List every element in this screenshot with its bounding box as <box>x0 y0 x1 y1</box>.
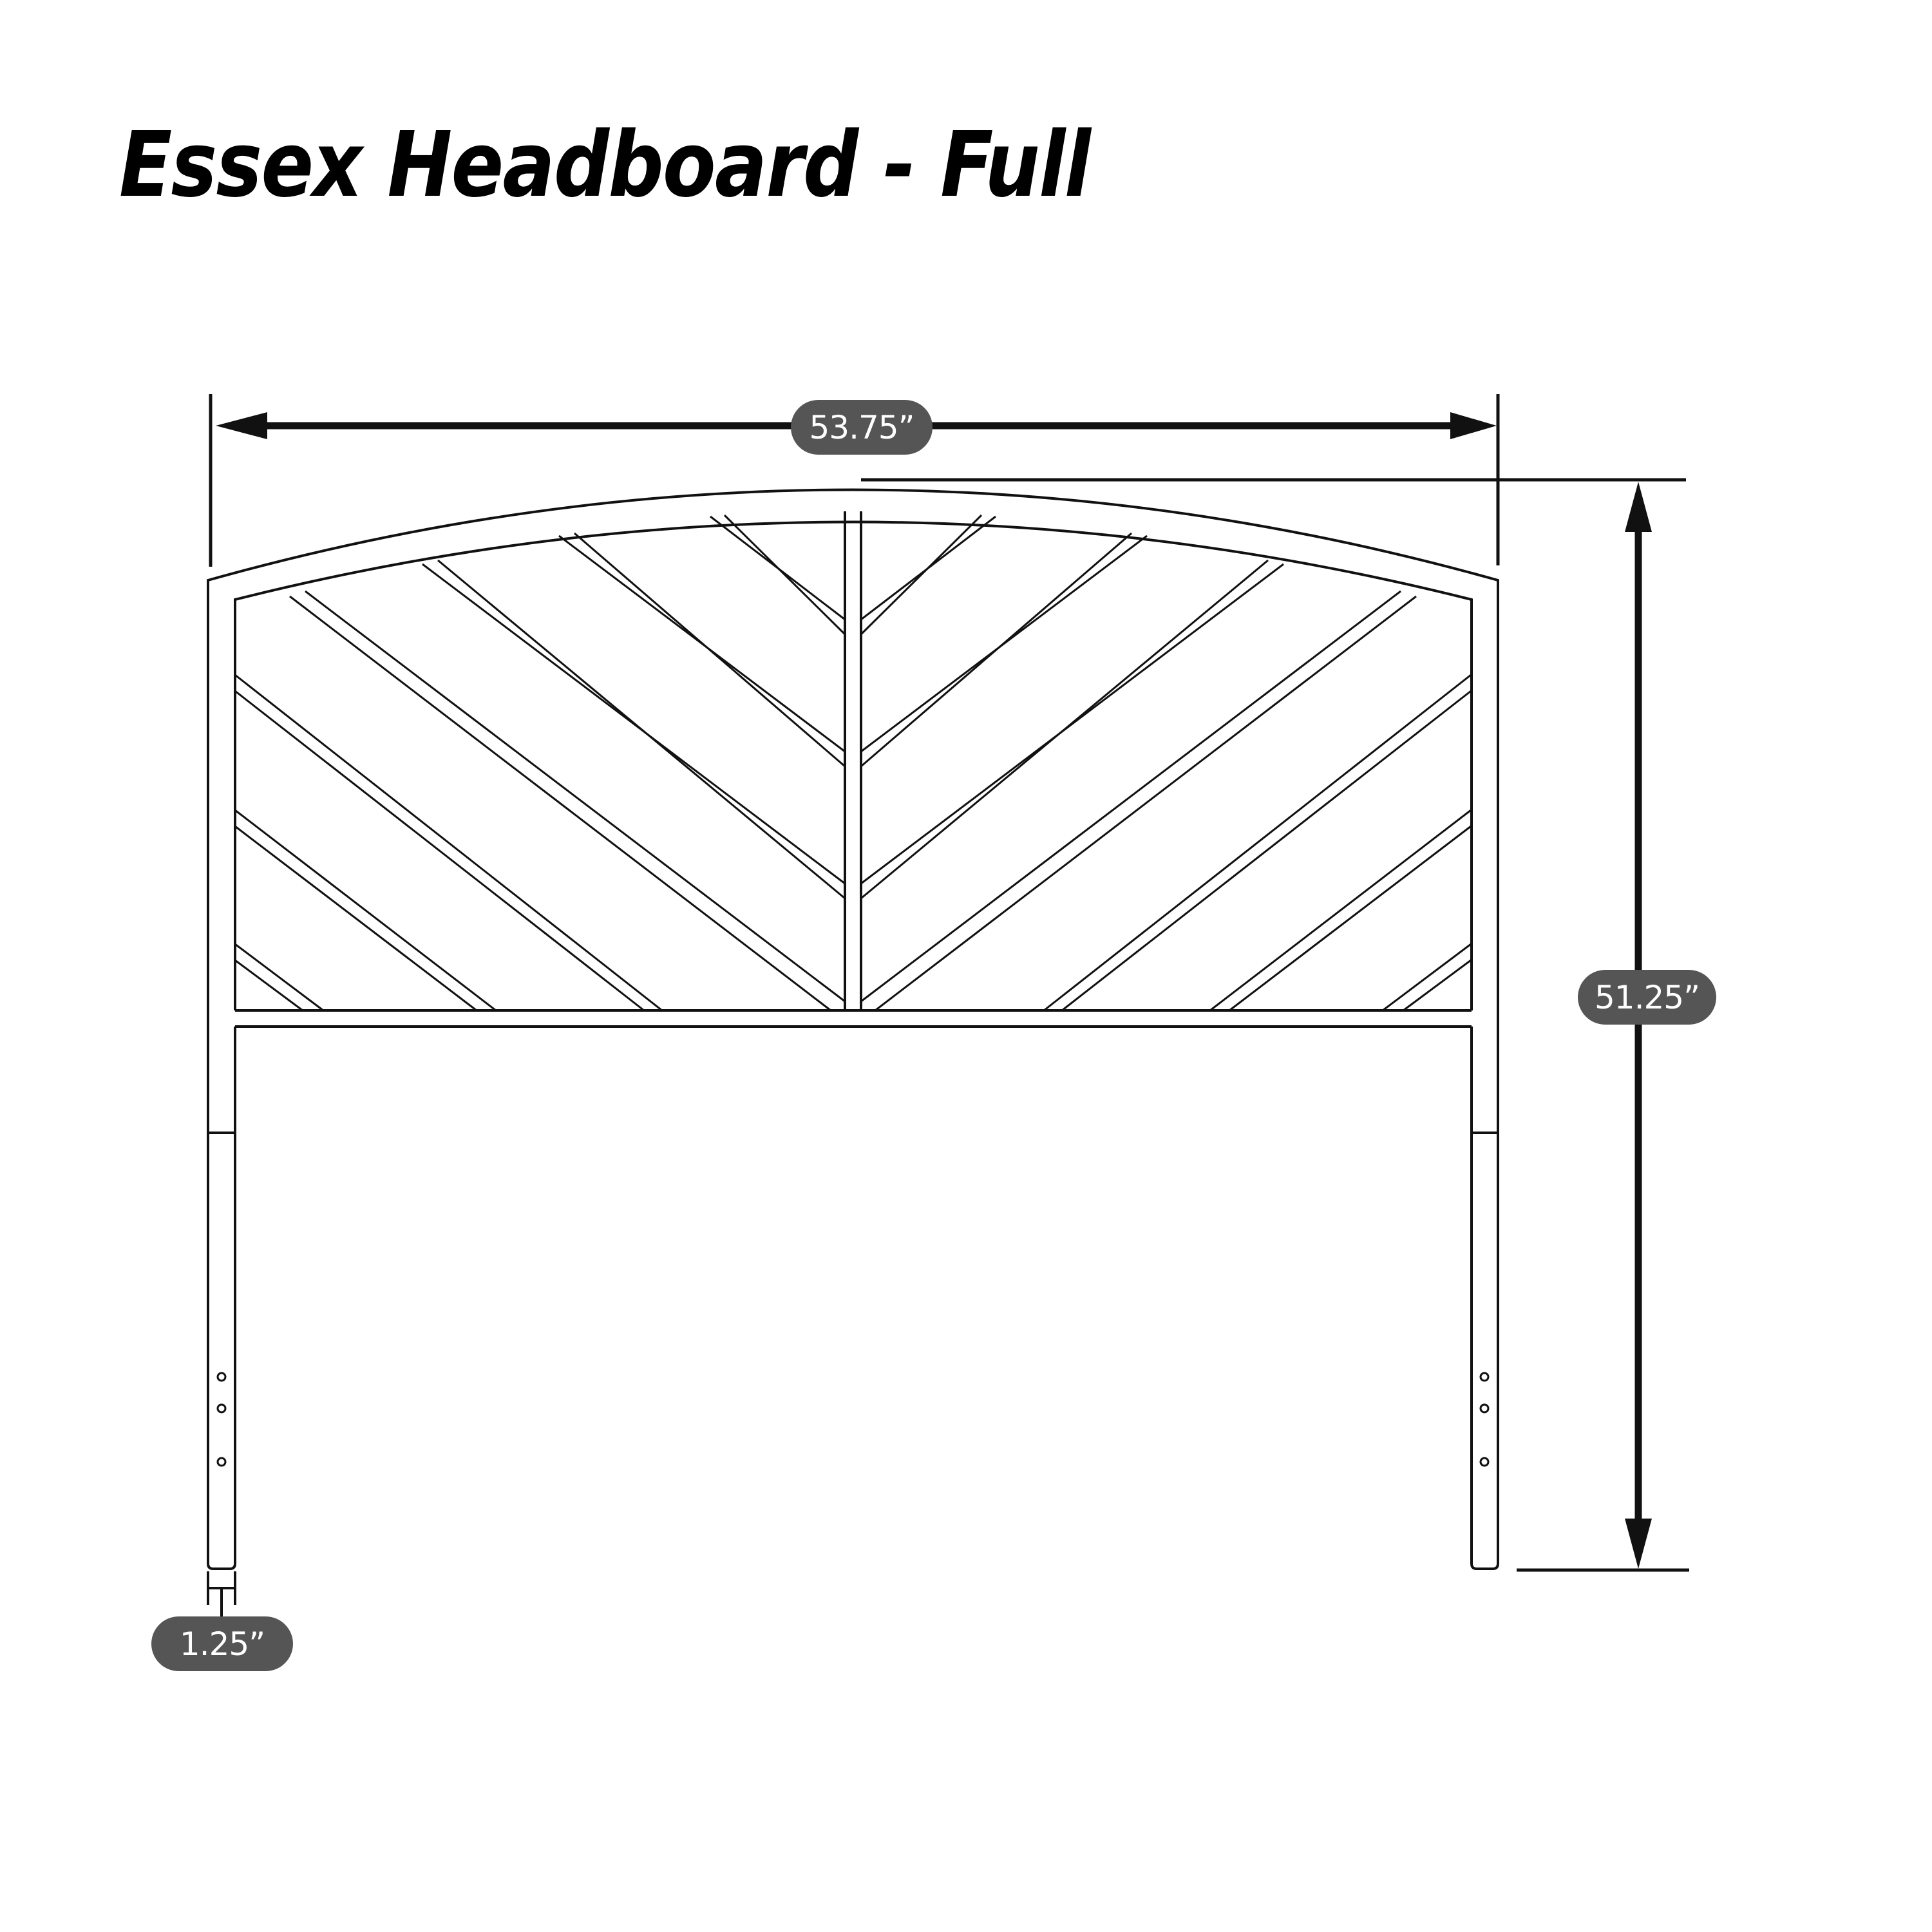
leg-holes <box>216 1372 1490 1467</box>
arrow-down-icon <box>1625 1519 1652 1569</box>
arrow-left-icon <box>216 412 267 439</box>
arrow-right-icon <box>1450 412 1497 439</box>
left-infill-bars <box>234 514 846 1012</box>
leg-width-dimension <box>207 1571 236 1616</box>
hole-icon <box>216 1403 227 1414</box>
height-dimension <box>861 478 1689 1572</box>
leg-width-dimension-label: 1.25” <box>151 1616 293 1671</box>
right-leg <box>1470 1027 1499 1570</box>
left-leg <box>207 1027 236 1570</box>
outer-frame <box>207 488 1499 1133</box>
inner-frame <box>234 520 1473 1010</box>
page-title: Essex Headboard - Full <box>119 113 1091 218</box>
hole-icon <box>216 1372 227 1382</box>
height-dimension-label: 51.25” <box>1578 970 1716 1025</box>
width-dimension-label: 53.75” <box>791 400 933 455</box>
right-infill-bars <box>860 514 1472 1012</box>
hole-icon <box>1479 1372 1490 1382</box>
arrow-up-icon <box>1625 482 1652 532</box>
hole-icon <box>1479 1457 1490 1467</box>
headboard-frame <box>207 488 1499 1570</box>
hole-icon <box>216 1457 227 1467</box>
hole-icon <box>1479 1403 1490 1414</box>
